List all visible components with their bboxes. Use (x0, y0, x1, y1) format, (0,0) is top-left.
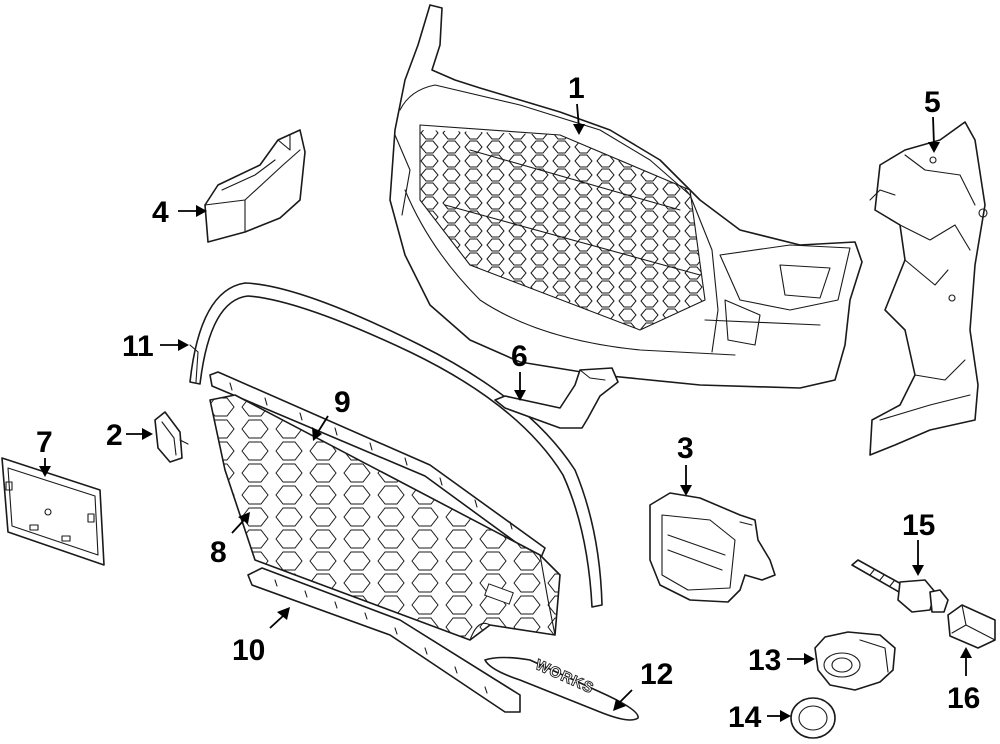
part-1-bumper-cover (389, 4, 863, 389)
callout-4: 4 (152, 196, 169, 229)
callout-14: 14 (728, 701, 762, 734)
part-13-sensor-housing (814, 631, 896, 691)
part-11-trim-molding (189, 282, 603, 608)
part-16-connector (947, 604, 996, 649)
part-2-bracket (154, 411, 189, 463)
callout-3: 3 (677, 432, 694, 465)
callout-1: 1 (568, 72, 585, 105)
callout-11: 11 (122, 330, 154, 363)
part-15-sensor (851, 559, 949, 613)
callout-13: 13 (748, 644, 781, 677)
callout-7: 7 (36, 426, 53, 459)
callout-16: 16 (947, 682, 980, 715)
callout-15: 15 (902, 509, 935, 542)
callout-2: 2 (106, 419, 123, 452)
callout-5: 5 (924, 86, 941, 119)
part-5-side-bracket (869, 121, 988, 456)
callout-6: 6 (511, 340, 528, 373)
part-7-license-bracket (1, 457, 105, 566)
part-6-trim-piece (494, 367, 619, 429)
part-8-lower-grille (209, 394, 561, 641)
part-10-lower-strip (247, 567, 521, 713)
leaders (39, 103, 972, 722)
callout-8: 8 (210, 536, 227, 569)
part-4-air-duct (204, 129, 306, 243)
callout-12: 12 (640, 658, 673, 691)
callout-10: 10 (232, 634, 265, 667)
callout-9: 9 (334, 386, 351, 419)
part-3-bezel (649, 492, 776, 603)
callouts: 1 2 3 4 5 6 7 8 9 10 11 12 13 14 15 16 (36, 72, 980, 734)
part-14-ring (790, 697, 836, 739)
